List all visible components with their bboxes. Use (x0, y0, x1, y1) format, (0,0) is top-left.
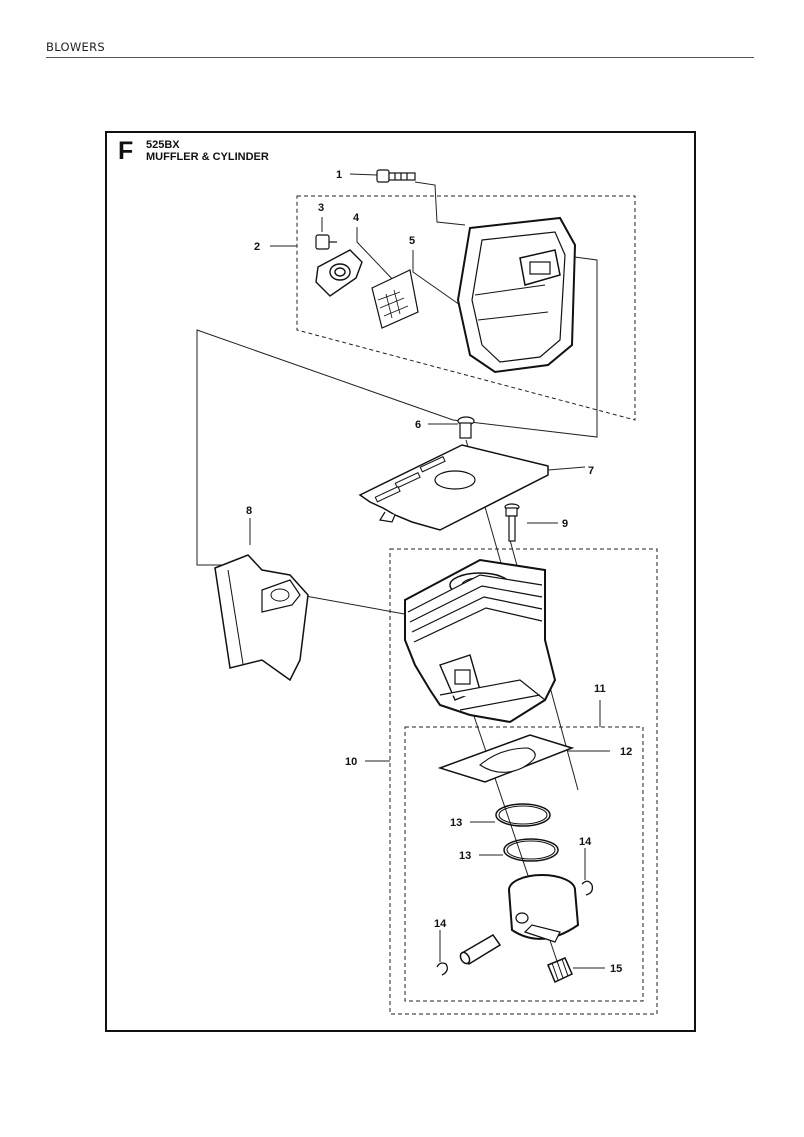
callout-7: 7 (588, 465, 594, 477)
callout-13-lower: 13 (459, 850, 471, 862)
heat-shield-screw (457, 416, 475, 439)
header-divider (46, 57, 754, 58)
callout-12: 12 (620, 746, 632, 758)
section-letter: F (118, 137, 134, 165)
muffler-screw (376, 169, 416, 183)
needle-bearing (547, 957, 573, 984)
callout-8: 8 (246, 505, 252, 517)
piston-pin (459, 934, 502, 966)
piston-kit-group-box (404, 726, 644, 1002)
cylinder (404, 558, 557, 724)
piston-pin-circlip-left (436, 962, 448, 976)
piston-ring-upper (495, 803, 551, 827)
callout-9: 9 (562, 518, 568, 530)
callout-1: 1 (336, 169, 342, 181)
callout-13-upper: 13 (450, 817, 462, 829)
callout-10: 10 (345, 756, 357, 768)
header-section-label: BLOWERS (46, 40, 105, 54)
muffler-body (456, 216, 577, 374)
heat-shield-plate (358, 444, 549, 531)
model-name: 525BX (146, 139, 180, 151)
diagram-title: MUFFLER & CYLINDER (146, 151, 269, 163)
callout-2: 2 (254, 241, 260, 253)
muffler-nut (315, 234, 337, 250)
diagram-frame (105, 131, 696, 1032)
callout-3: 3 (318, 202, 324, 214)
callout-6: 6 (415, 419, 421, 431)
intake-gasket (214, 554, 309, 682)
muffler-flange (315, 249, 363, 297)
muffler-group-box (296, 195, 636, 421)
cylinder-base-gasket (437, 734, 575, 783)
piston-pin-circlip-right (581, 880, 594, 896)
callout-4: 4 (353, 212, 360, 224)
cylinder-group-box (389, 548, 658, 1015)
callout-14-left: 14 (434, 918, 447, 930)
callout-11: 11 (594, 683, 606, 695)
spark-arrestor-screen (371, 269, 419, 329)
cylinder-screw (504, 503, 520, 542)
piston-ring-lower (503, 838, 559, 862)
callout-15: 15 (610, 963, 622, 975)
callout-14-right: 14 (579, 836, 592, 848)
piston (508, 874, 580, 943)
callout-5: 5 (409, 235, 415, 247)
